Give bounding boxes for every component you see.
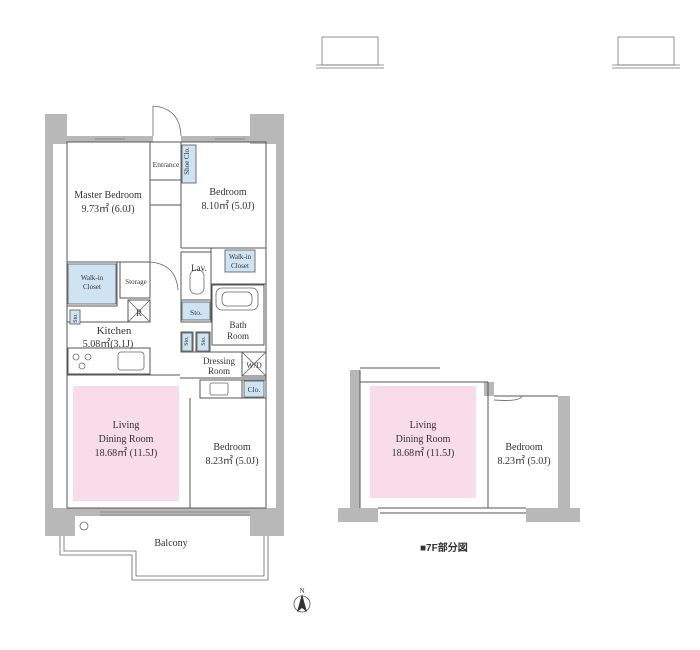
- bedroom-top-name: Bedroom: [209, 187, 246, 198]
- storage-label-4: Sto.: [73, 313, 79, 323]
- dressing-room-label-2: Room: [208, 366, 230, 376]
- living-size: 18.68㎡ (11.5J): [95, 447, 158, 459]
- plan-7f-living-line2: Dining Room: [396, 434, 451, 445]
- refrigerator-label: R: [136, 308, 142, 318]
- bedroom-bottom-name: Bedroom: [213, 442, 250, 453]
- compass-label: N: [299, 587, 304, 595]
- entrance-label: Entrance: [153, 160, 180, 169]
- top-window-mark-right: [612, 36, 680, 69]
- kitchen-size: 5.08㎡(3.1J): [83, 338, 134, 350]
- dressing-room-label-1: Dressing: [203, 356, 235, 366]
- closet-fills: [67, 144, 265, 398]
- storage-label-3: Sto.: [201, 336, 207, 346]
- living-room-fill: [73, 386, 179, 501]
- lavatory-label: Lav.: [191, 263, 207, 273]
- kitchen-name: Kitchen: [97, 325, 132, 337]
- balcony: [59, 521, 269, 581]
- plan-7f-walls: [338, 370, 580, 522]
- plan-7f-caption: ■7F部分図: [420, 543, 468, 554]
- room-labels: Master Bedroom 9.73㎡ (6.0J) Bedroom 8.10…: [73, 147, 262, 549]
- master-bedroom-name: Master Bedroom: [74, 190, 142, 201]
- walkin-right-label-1: Walk-in: [229, 253, 252, 261]
- storage-label-2: Sto.: [184, 336, 190, 346]
- plan-7f-bedroom-size: 8.23㎡ (5.0J): [497, 455, 550, 467]
- shoe-closet-label: Shoe Clo.: [183, 147, 191, 175]
- main-plan: Master Bedroom 9.73㎡ (6.0J) Bedroom 8.10…: [45, 105, 284, 581]
- walkin-left-label-1: Walk-in: [81, 274, 104, 282]
- living-name-line1: Living: [113, 420, 140, 431]
- north-compass-icon: N: [293, 587, 311, 613]
- plan-7f-living-fill: [370, 386, 476, 498]
- interior-walls: [66, 141, 267, 509]
- living-name-line2: Dining Room: [99, 434, 154, 445]
- plan-7f-bedroom-name: Bedroom: [505, 442, 542, 453]
- bath-room-label-1: Bath: [230, 320, 247, 330]
- storage-label: Storage: [125, 278, 146, 286]
- bath-room-label-2: Room: [227, 331, 249, 341]
- walkin-left-label-2: Closet: [83, 283, 101, 291]
- plan-7f-lines: [359, 367, 558, 514]
- plan-7f: Living Dining Room 18.68㎡ (11.5J) Bedroo…: [338, 367, 580, 522]
- closet-label: Clo.: [248, 385, 261, 394]
- fixtures: [72, 105, 267, 396]
- storage-label-1: Sto.: [190, 308, 202, 317]
- master-bedroom-size: 9.73㎡ (6.0J): [81, 203, 134, 215]
- plan-7f-living-size: 18.68㎡ (11.5J): [392, 447, 455, 459]
- windows: [95, 138, 250, 516]
- top-window-mark-left: [316, 36, 384, 69]
- walkin-right-label-2: Closet: [231, 262, 249, 270]
- balcony-label: Balcony: [154, 538, 187, 549]
- washer-dryer-label: W/D: [246, 361, 262, 370]
- plan-7f-living-line1: Living: [410, 420, 437, 431]
- bedroom-top-size: 8.10㎡ (5.0J): [201, 200, 254, 212]
- bedroom-bottom-size: 8.23㎡ (5.0J): [205, 455, 258, 467]
